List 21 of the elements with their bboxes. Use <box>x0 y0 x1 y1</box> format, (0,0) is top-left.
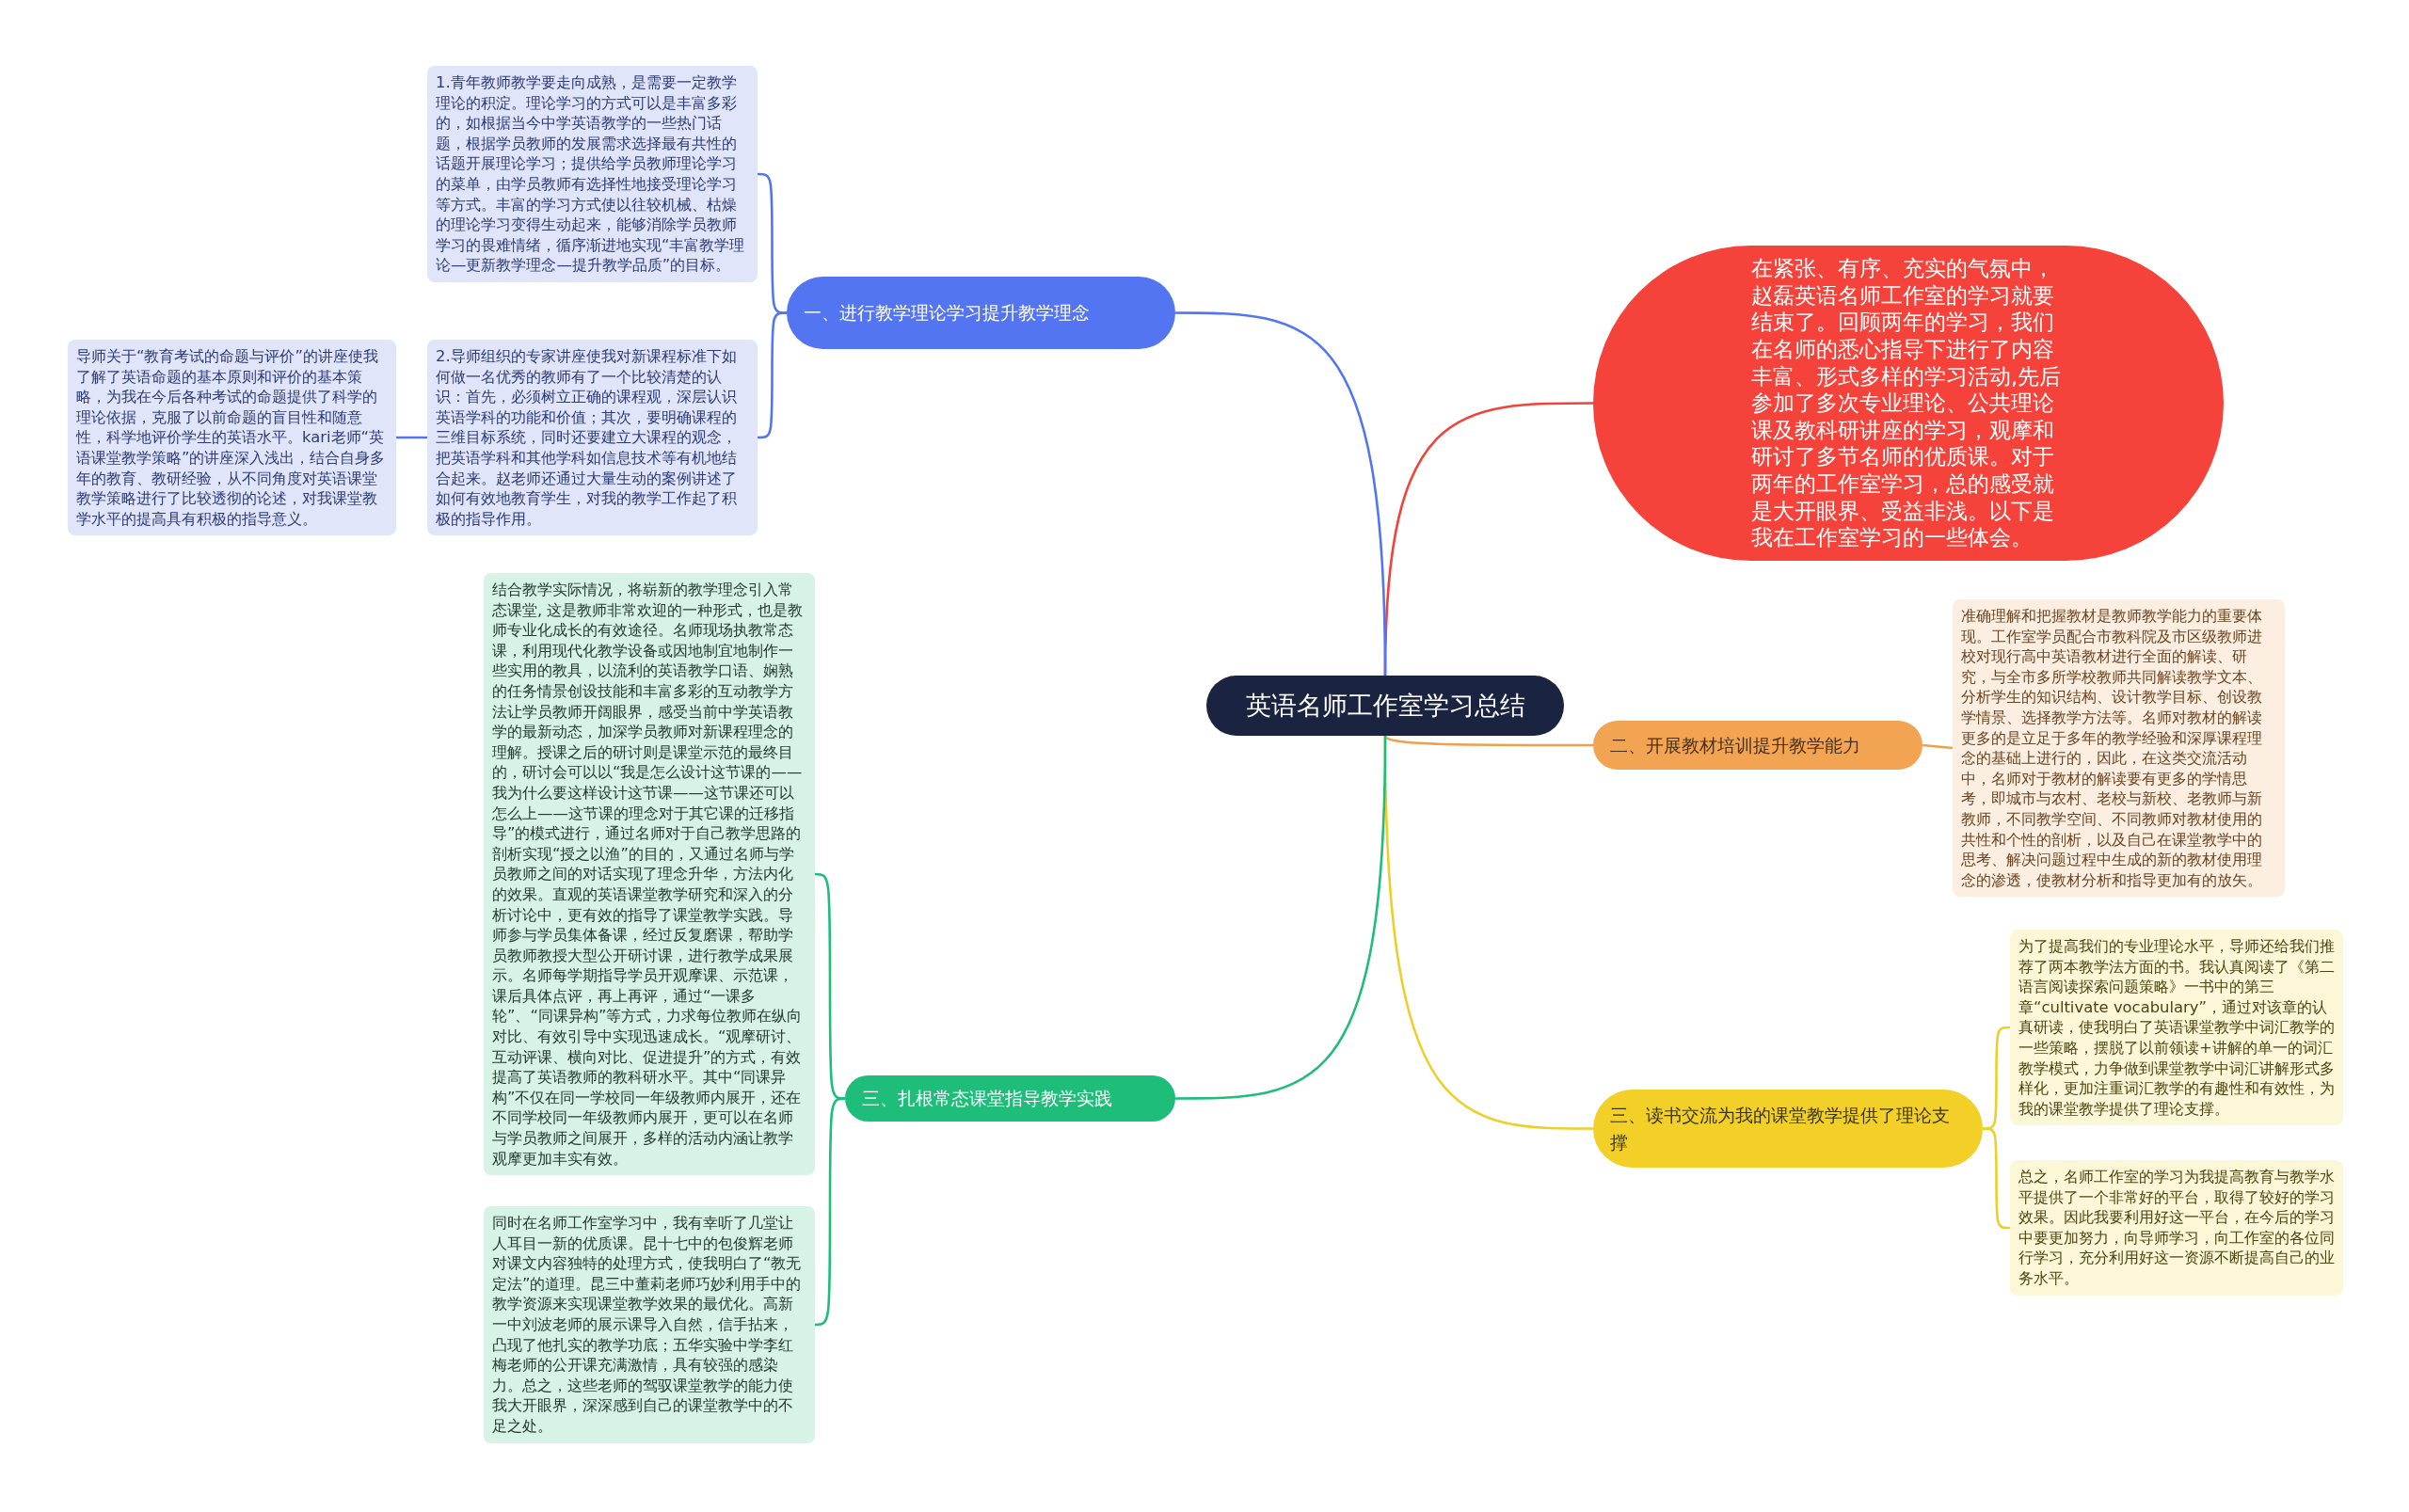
connector-line <box>1175 311 1387 676</box>
intro-bubble: 在紧张、有序、充实的气氛中，赵磊英语名师工作室的学习就要结束了。回顾两年的学习，我们在名师的悉心指导下进行了内容丰富、形式多样的学习活动,先后参加了多次专业理论、公共理论课及教科研讲座的学习，观摩和研讨了多节名师的优质课。对于两年的工作室学习，总的感受就是大开眼界、受益非浅。以下是我在工作室学习的一些体会。 <box>1593 246 2224 561</box>
topic-pill: 三、扎根常态课堂指导教学实践 <box>845 1075 1175 1122</box>
topic-pill: 二、开展教材培训提升教学能力 <box>1593 721 1922 770</box>
connector-line <box>1175 735 1387 1100</box>
connector-line <box>758 311 787 439</box>
note-card: 同时在名师工作室学习中，我有幸听了几堂让人耳目一新的优质课。昆十七中的包俊辉老师对课文内容独特的处理方式，使我明白了“教无定法”的道理。昆三中董莉老师巧妙利用手中的教学资源来实现课堂教学效果的最优化。高新一中刘波老师的展示课导入自然，信手拈来，凸现了他扎实的教学功底；五华实验中学李红梅老师的公开课充满激情，具有较强的感染力。总之，这些老师的驾驭课堂教学的能力使我大开眼界，深深感到自己的课堂教学中的不足之处。 <box>484 1206 815 1443</box>
note-card: 2.导师组织的专家讲座使我对新课程标准下如何做一名优秀的教师有了一个比较清楚的认识：首先，必须树立正确的课程观，深层认识英语学科的功能和价值；其次，要明确课程的三维目标系统，同时还要建立大课程的观念，把英语学科和其他学科如信息技术等有机地结合起来。赵老师还通过大量生动的案例讲述了如何有效地教育学生，对我的教学工作起了积极的指导作用。 <box>427 340 758 536</box>
connector-line <box>396 436 427 439</box>
note-card: 导师关于“教育考试的命题与评价”的讲座使我了解了英语命题的基本原则和评价的基本策略，为我在今后各种考试的命题提供了科学的理论依据，克服了以前命题的盲目性和随意性，科学地评价学生的英语水平。kari老师“英语课堂教学策略”的讲座深入浅出，结合自身多年的教育、教研经验，从不同角度对英语课堂教学策略进行了比较透彻的论述，对我课堂教学水平的提高具有积极的指导意义。 <box>68 340 396 536</box>
connector-line <box>1383 735 1593 747</box>
connector-line <box>1922 743 1954 750</box>
topic-pill: 一、进行教学理论学习提升教学理念 <box>787 277 1175 349</box>
note-card: 准确理解和把握教材是教师教学能力的重要体现。工作室学员配合市教科院及市区级教师进校对现行高中英语教材进行全面的解读、研究，与全市多所学校教师共同解读教学文本、分析学生的知识结构、设计教学目标、创设教学情景、选择教学方法等。名师对教材的解读更多的是立足于多年的教学经验和深厚课程理念的基础上进行的，因此，在这类交流活动中，名师对于教材的解读要有更多的学情思考，即城市与农村、老校与新校、老教师与新教师，不同教学空间、不同教师对教材使用的共性和个性的剖析，以及自己在课堂教学中的思考、解决问题过程中生成的新的教材使用理念的渗透，使教材分析和指导更加有的放矢。 <box>1953 599 2285 898</box>
connector-line <box>814 1097 846 1327</box>
note-card: 总之，名师工作室的学习为我提高教育与教学水平提供了一个非常好的平台，取得了较好的学习效果。因此我要利用好这一平台，在今后的学习中要更加努力，向导师学习，向工作室的各位同行学习，充分利用好这一资源不断提高自己的业务水平。 <box>2010 1160 2343 1296</box>
central-topic: 英语名师工作室学习总结 <box>1206 676 1564 736</box>
note-card: 结合教学实际情况，将崭新的教学理念引入常态课堂, 这是教师非常欢迎的一种形式，也是教师专业化成长的有效途径。名师现场执教常态课，利用现代化教学设备或因地制宜地制作一些实用的教具，以流利的英语教学口语、娴熟的任务情景创设技能和丰富多彩的互动教学方法让学员教师开阔眼界，感受当前中学英语教学的最新动态，加深学员教师对新课程理念的理解。授课之后的研讨则是课堂示范的最终目的，研讨会可以以“我是怎么设计这节课的——我为什么要这样设计这节课——这节课还可以怎么上——这节课的理念对于其它课的迁移指导”的模式进行，通过名师对于自己教学思路的剖析实现“授之以渔”的目的，又通过名师与学员教师之间的对话实现了理念升华，方法内化的效果。直观的英语课堂教学研究和深入的分析讨论中，更有效的指导了课堂教学实践。导师参与学员集体备课，经过反复磨课，帮助学员教师教授大型公开研讨课，进行教学成果展示。名师每学期指导学员开观摩课、示范课，课后具体点评，再上再评，通过“一课多轮”、“同课异构”等方式，力求每位教师在纵向对比、有效引导中实现迅速成长。“观摩研讨、互动评课、横向对比、促进提升”的方式，有效提高了英语教师的教科研水平。其中“同课异构”不仅在同一学校同一年级教师内展开，还在不同学校同一年级教师内展开，更可以在名师与学员教师之间展开，多样的活动内涵让教学观摩更加丰实有效。 <box>484 573 815 1176</box>
note-card: 为了提高我们的专业理论水平，导师还给我们推荐了两本教学法方面的书。我认真阅读了《第二语言阅读探索问题策略》一书中的第三章“cultivate vocabulary”，通过对该章的认真研读，使我明白了英语课堂教学中词汇教学的一些策略，摆脱了以前领读+讲解的单一的词汇教学模式，力争做到课堂教学中词汇讲解形式多样化，更加注重词汇教学的有趣性和有效性，为我的课堂教学提供了理论支撑。 <box>2010 930 2343 1126</box>
note-card: 1.青年教师教学要走向成熟，是需要一定教学理论的积淀。理论学习的方式可以是丰富多彩的，如根据当今中学英语教学的一些热门话题，根据学员教师的发展需求选择最有共性的话题开展理论学习；提供给学员教师理论学习的菜单，由学员教师有选择性地接受理论学习等方式。丰富的学习方式使以往较机械、枯燥的理论学习变得生动起来，能够消除学员教师学习的畏难情绪，循序渐进地实现“丰富教学理论—更新教学理念—提升教学品质”的目标。 <box>427 66 758 282</box>
topic-pill: 三、读书交流为我的课堂教学提供了理论支撑 <box>1593 1090 1983 1168</box>
